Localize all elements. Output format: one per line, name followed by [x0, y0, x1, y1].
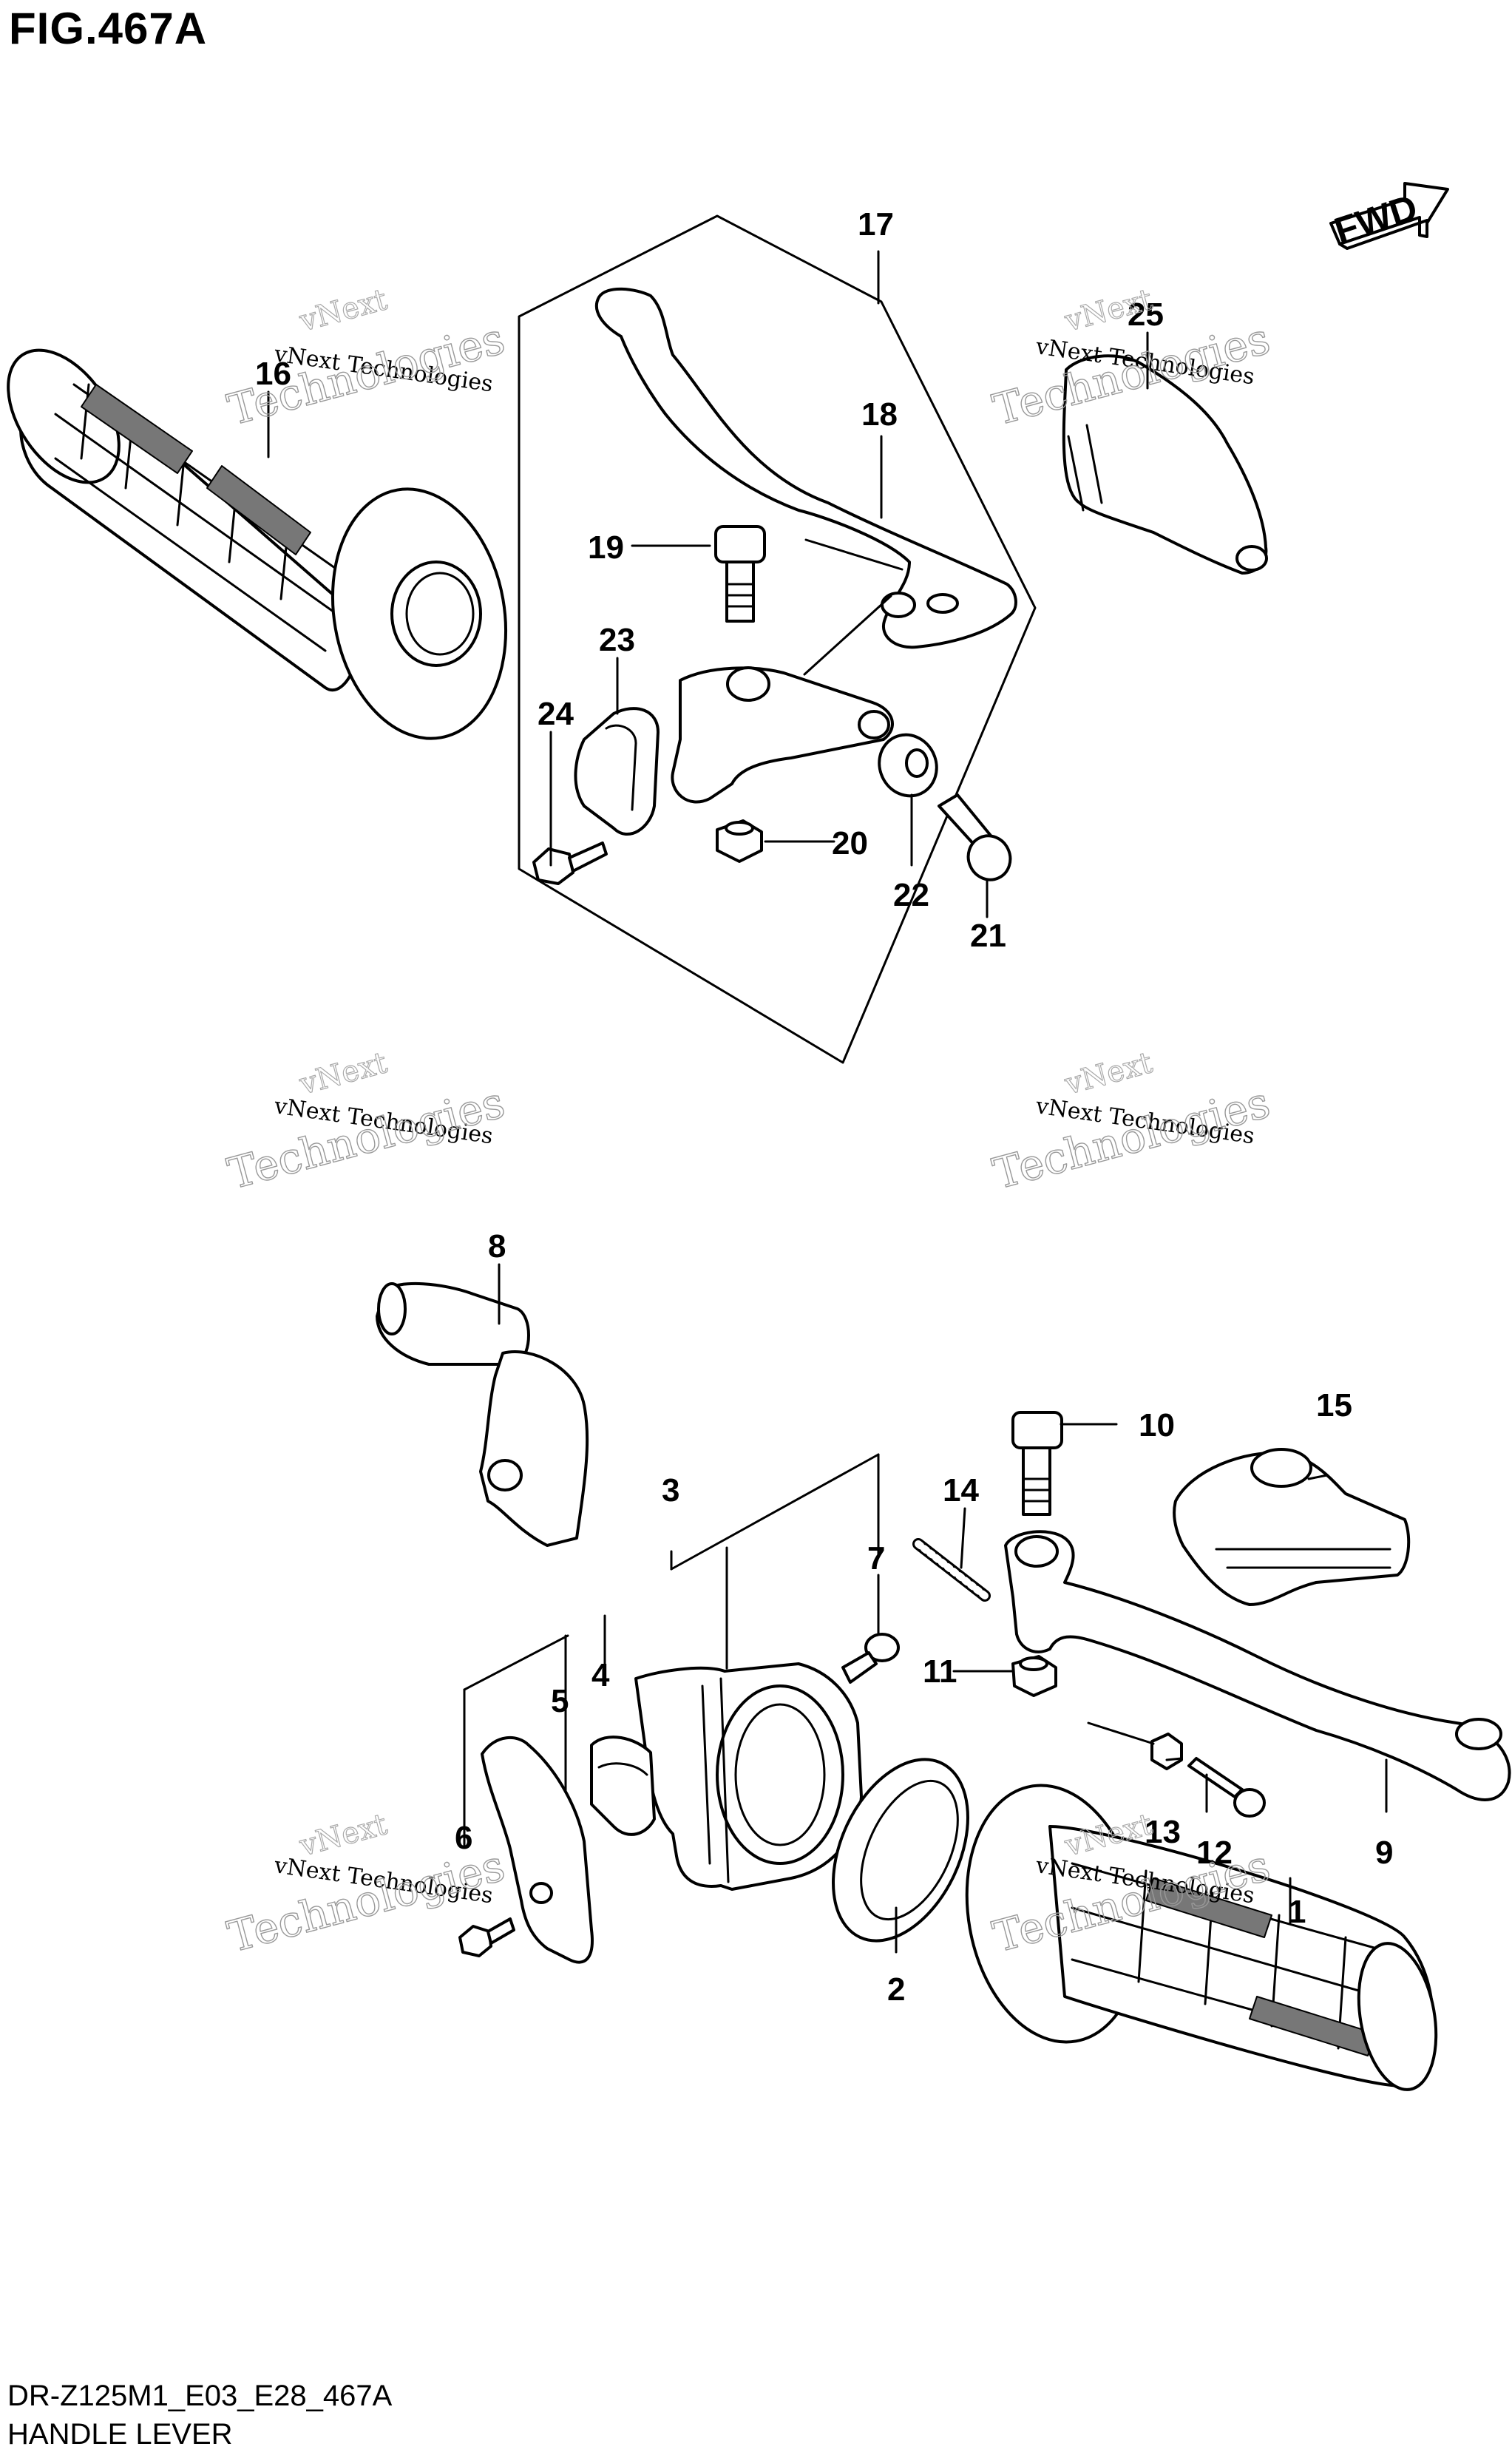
- plate-screw-part: [458, 1917, 515, 1957]
- right-grip-part: [965, 1784, 1438, 2091]
- rear-lever-assembly-frame: [463, 1453, 880, 1849]
- callout-12: 12: [1196, 1835, 1233, 1871]
- callout-19: 19: [588, 529, 624, 566]
- adjuster-screw-part: [938, 793, 1012, 881]
- callout-25: 25: [1128, 297, 1164, 333]
- callout-5: 5: [551, 1683, 569, 1719]
- left-grip-part: [7, 348, 508, 740]
- callout-10: 10: [1139, 1407, 1175, 1443]
- cable-adjuster-part: [878, 733, 938, 798]
- housing-half-part: [590, 1736, 656, 1836]
- callout-4: 4: [591, 1657, 610, 1693]
- lever-spring-part: [912, 1538, 991, 1602]
- throttle-plate-part: [481, 1736, 594, 1964]
- callout-3: 3: [662, 1472, 679, 1508]
- watermark-small-text: vNext: [296, 1807, 391, 1863]
- callout-17: 17: [858, 206, 894, 243]
- figure-title: FIG.467A: [9, 4, 208, 53]
- lever-cover-part: [1062, 354, 1268, 575]
- callout-2: 2: [887, 1971, 905, 2008]
- figure-name: HANDLE LEVER: [7, 2418, 233, 2451]
- watermark-mid-left: vNext vNext Technologies Technologies: [222, 1046, 510, 1200]
- watermark-small-text: vNext: [1061, 1046, 1156, 1102]
- callout-labels: 1 2 3 4 5 6 7 8 9 10 11 12 13 14 15 16 1…: [255, 206, 1393, 2008]
- bracket-bolt-part: [532, 842, 608, 885]
- callout-16: 16: [255, 356, 291, 392]
- callout-23: 23: [599, 622, 635, 658]
- figure-code: DR-Z125M1_E03_E28_467A: [7, 2380, 393, 2412]
- callout-21: 21: [970, 918, 1006, 954]
- callout-13: 13: [1145, 1814, 1181, 1850]
- leader-lines: [267, 250, 1388, 1954]
- forward-label: FWD: [1329, 186, 1423, 251]
- callout-6: 6: [455, 1820, 472, 1856]
- rear-pivot-bolt-part: [1011, 1411, 1063, 1516]
- throttle-housing-part: [634, 1662, 863, 1891]
- throttle-tube-part: [832, 1758, 969, 1943]
- lever-nut-part: [1011, 1655, 1057, 1697]
- bracket-nut-part: [716, 819, 763, 863]
- front-lever-assembly-frame: [518, 214, 1037, 1064]
- callout-20: 20: [832, 825, 868, 861]
- throttle-cover-part: [376, 1281, 589, 1547]
- callout-14: 14: [943, 1472, 979, 1508]
- callout-22: 22: [893, 877, 929, 913]
- housing-screw-part: [841, 1633, 900, 1684]
- clutch-cover-part: [1173, 1448, 1411, 1606]
- callout-1: 1: [1288, 1894, 1306, 1930]
- pivot-bolt-part: [714, 525, 766, 623]
- adjuster-bolt-part: [1187, 1757, 1266, 1818]
- lever-bracket-part: [574, 666, 894, 836]
- forward-arrow-icon: FWD: [1329, 182, 1449, 251]
- watermark-small-text: vNext: [296, 1046, 391, 1102]
- front-brake-lever-part: [594, 287, 1017, 649]
- adjuster-nut-part: [1150, 1733, 1183, 1770]
- watermark-mid-right: vNext vNext Technologies Technologies: [987, 1046, 1275, 1200]
- callout-24: 24: [538, 696, 574, 732]
- callout-9: 9: [1375, 1835, 1393, 1871]
- watermark-small-text: vNext: [296, 282, 391, 339]
- callout-18: 18: [861, 396, 898, 433]
- callout-15: 15: [1316, 1387, 1352, 1423]
- callout-7: 7: [867, 1540, 885, 1577]
- callout-8: 8: [488, 1228, 506, 1264]
- callout-11: 11: [923, 1653, 957, 1690]
- clutch-lever-part: [1004, 1530, 1511, 1801]
